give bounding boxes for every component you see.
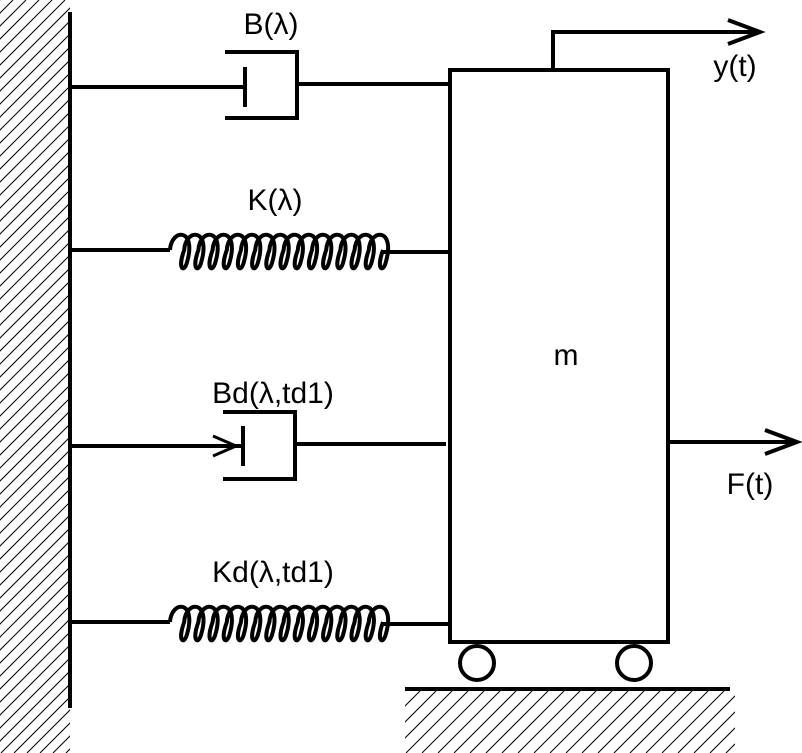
hatch-line	[0, 85, 70, 157]
hatch-line	[0, 72, 70, 144]
hatch-line	[421, 690, 486, 753]
delayed-damper-arrow-icon	[212, 434, 240, 458]
hatch-line	[0, 618, 70, 690]
wheel-right	[615, 644, 653, 682]
hatch-line	[0, 319, 70, 391]
hatch-line	[405, 690, 470, 753]
hatch-line	[517, 690, 582, 753]
ground	[405, 687, 735, 753]
hatch-line	[0, 0, 14, 14]
hatch-line	[645, 690, 710, 753]
damper-label: B(λ)	[244, 8, 299, 41]
hatch-line	[693, 711, 735, 753]
mass-label: m	[554, 339, 579, 372]
hatch-line	[405, 690, 454, 739]
hatch-line	[0, 98, 70, 170]
hatch-line	[437, 690, 502, 753]
hatch-line	[0, 124, 70, 196]
hatch-line	[0, 111, 70, 183]
ground-hatching	[405, 690, 735, 753]
hatch-line	[0, 566, 70, 638]
delayed-damper-label: Bd(λ,td1)	[212, 377, 334, 410]
hatch-line	[0, 150, 70, 222]
hatch-line	[725, 743, 735, 753]
hatch-line	[0, 579, 70, 651]
force-label: F(t)	[727, 468, 774, 501]
hatch-line	[533, 690, 598, 753]
hatch-line	[613, 690, 678, 753]
displacement-arrow-icon	[727, 18, 766, 46]
spring: K(λ)	[72, 184, 450, 271]
displacement-line	[551, 30, 760, 70]
hatch-line	[0, 371, 70, 443]
hatch-line	[549, 690, 614, 753]
hatch-line	[52, 735, 70, 753]
hatch-line	[0, 605, 70, 677]
hatch-line	[661, 690, 726, 753]
wheel-left	[458, 644, 496, 682]
hatch-line	[629, 690, 694, 753]
hatch-line	[405, 690, 406, 691]
hatch-line	[0, 332, 70, 404]
hatch-line	[501, 690, 566, 753]
hatch-line	[581, 690, 646, 753]
mass-block: m	[448, 68, 670, 644]
hatch-line	[709, 727, 735, 753]
hatch-line	[597, 690, 662, 753]
hatch-line	[0, 358, 70, 430]
hatch-line	[405, 690, 422, 707]
hatch-line	[0, 0, 40, 40]
spring-coil	[168, 232, 391, 271]
delayed-spring: Kd(λ,td1)	[72, 556, 450, 643]
hatch-line	[0, 137, 70, 209]
delayed-damper: Bd(λ,td1)	[72, 377, 446, 481]
hatch-line	[39, 722, 70, 753]
delayed-spring-coil	[168, 604, 391, 643]
hatch-line	[469, 690, 534, 753]
hatch-line	[565, 690, 630, 753]
hatch-line	[65, 748, 70, 753]
damper: B(λ)	[72, 8, 450, 120]
hatch-line	[405, 690, 438, 723]
hatch-line	[485, 690, 550, 753]
hatch-line	[453, 690, 518, 753]
displacement-label: y(t)	[713, 50, 756, 83]
hatch-line	[0, 345, 70, 417]
delayed-spring-label: Kd(λ,td1)	[212, 556, 334, 589]
force-arrow-icon	[764, 428, 802, 456]
hatch-line	[0, 592, 70, 664]
displacement-indicator: y(t)	[551, 18, 766, 83]
mass-rect	[448, 68, 670, 644]
force-indicator: F(t)	[668, 428, 802, 501]
spring-label: K(λ)	[248, 184, 303, 217]
hatch-line	[0, 306, 70, 378]
hatch-line	[0, 59, 70, 131]
wheels	[458, 644, 653, 682]
hatch-line	[677, 695, 735, 753]
